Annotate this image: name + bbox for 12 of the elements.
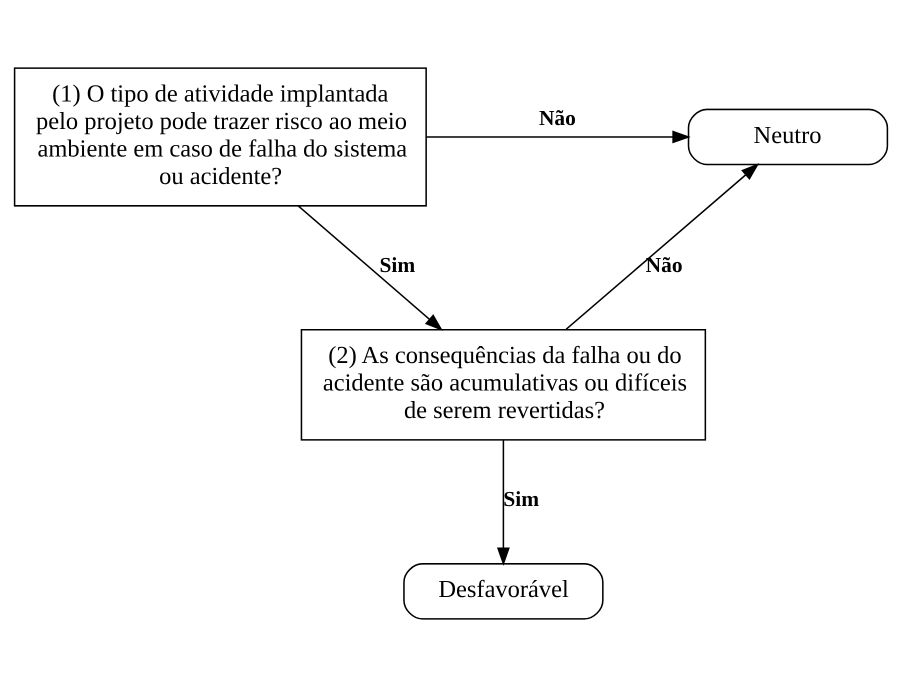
arrow — [496, 440, 510, 566]
edge-label: Não — [538, 106, 576, 130]
node-box: (2) As consequências da falha ou do acidente são acumulativas ou difíceis de serem revertidas? — [300, 328, 706, 441]
node-box: Neutro — [688, 108, 888, 166]
node-box: Desfavorável — [403, 563, 604, 620]
arrow — [566, 163, 760, 330]
edge-label: Sim — [379, 252, 416, 277]
arrow — [426, 130, 691, 144]
node-box: (1) O tipo de atividade implantada pelo projeto pode trazer risco ao meio ambiente em caso de falha do sistema ou acidente? — [14, 67, 427, 207]
arrow — [298, 205, 443, 332]
edge-label: Sim — [503, 486, 540, 511]
edge-label: Não — [646, 252, 683, 277]
